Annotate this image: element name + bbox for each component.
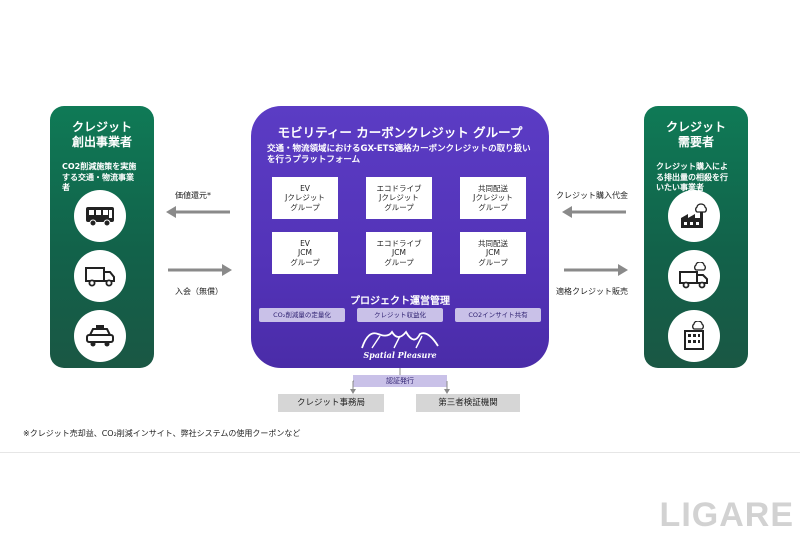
project-management-title: プロジェクト運営管理 <box>350 296 450 307</box>
arrow-label-credit-sale: 適格クレジット販売 <box>556 287 628 296</box>
logo-text: Spatial Pleasure <box>363 350 437 360</box>
ligare-watermark: LIGARE <box>659 496 794 534</box>
arrow-label-purchase-payment: クレジット購入代金 <box>556 191 628 200</box>
connector-left-stub <box>332 378 356 382</box>
creator-panel: クレジット 創出事業者 CO2削減施策を実施 する交通・物流事業 者 <box>50 106 154 368</box>
truck-cloud-icon <box>668 250 720 302</box>
arrow-left-icon <box>562 206 626 218</box>
creator-panel-desc: CO2削減施策を実施 する交通・物流事業 者 <box>62 162 137 192</box>
bus-icon <box>74 190 126 242</box>
credit-secretariat-box: クレジット事務局 <box>278 394 384 412</box>
factory-icon <box>668 190 720 242</box>
group-card: EV Jクレジット グループ <box>272 177 338 219</box>
center-subtitle: 交通・物流領域におけるGX-ETS適格カーボンクレジットの取り扱い を行うプラッ… <box>267 144 531 165</box>
pm-tag: クレジット収益化 <box>357 308 443 322</box>
demand-panel: クレジット 需要者 クレジット購入によ る排出量の相殺を行 いたい事業者 <box>644 106 748 368</box>
pm-tag: CO2インサイト共有 <box>455 308 541 322</box>
arrow-right-icon <box>168 264 232 276</box>
group-card: エコドライブ JCM グループ <box>366 232 432 274</box>
spatial-pleasure-logo: Spatial Pleasure <box>358 328 442 360</box>
center-title: モビリティー カーボンクレジット グループ <box>277 125 523 140</box>
group-card: 共同配送 Jクレジット グループ <box>460 177 526 219</box>
arrow-left-top-icon <box>166 206 230 218</box>
certification-issue-label: 認証発行 <box>353 375 447 387</box>
arrow-label-value-return: 価値還元* <box>175 191 211 200</box>
truck-icon <box>74 250 126 302</box>
connector-lines <box>350 368 450 394</box>
demand-panel-title: クレジット 需要者 <box>665 120 726 149</box>
divider <box>0 452 800 453</box>
taxi-icon <box>74 310 126 362</box>
group-card: EV JCM グループ <box>272 232 338 274</box>
footnote: ※クレジット売却益、CO₂削減インサイト、弊社システムの使用クーポンなど <box>23 429 301 438</box>
building-icon <box>668 310 720 362</box>
third-party-verifier-box: 第三者検証機関 <box>416 394 520 412</box>
pm-tag: CO₂削減量の定量化 <box>259 308 345 322</box>
mobility-carbon-credit-group: モビリティー カーボンクレジット グループ 交通・物流領域におけるGX-ETS適… <box>251 106 549 368</box>
arrow-label-join: 入会（無償） <box>175 287 223 296</box>
group-card: エコドライブ Jクレジット グループ <box>366 177 432 219</box>
creator-panel-title: クレジット 創出事業者 <box>71 120 132 149</box>
group-card: 共同配送 JCM グループ <box>460 232 526 274</box>
demand-panel-desc: クレジット購入によ る排出量の相殺を行 いたい事業者 <box>656 162 728 192</box>
arrow-right-bottom-icon <box>564 264 628 276</box>
